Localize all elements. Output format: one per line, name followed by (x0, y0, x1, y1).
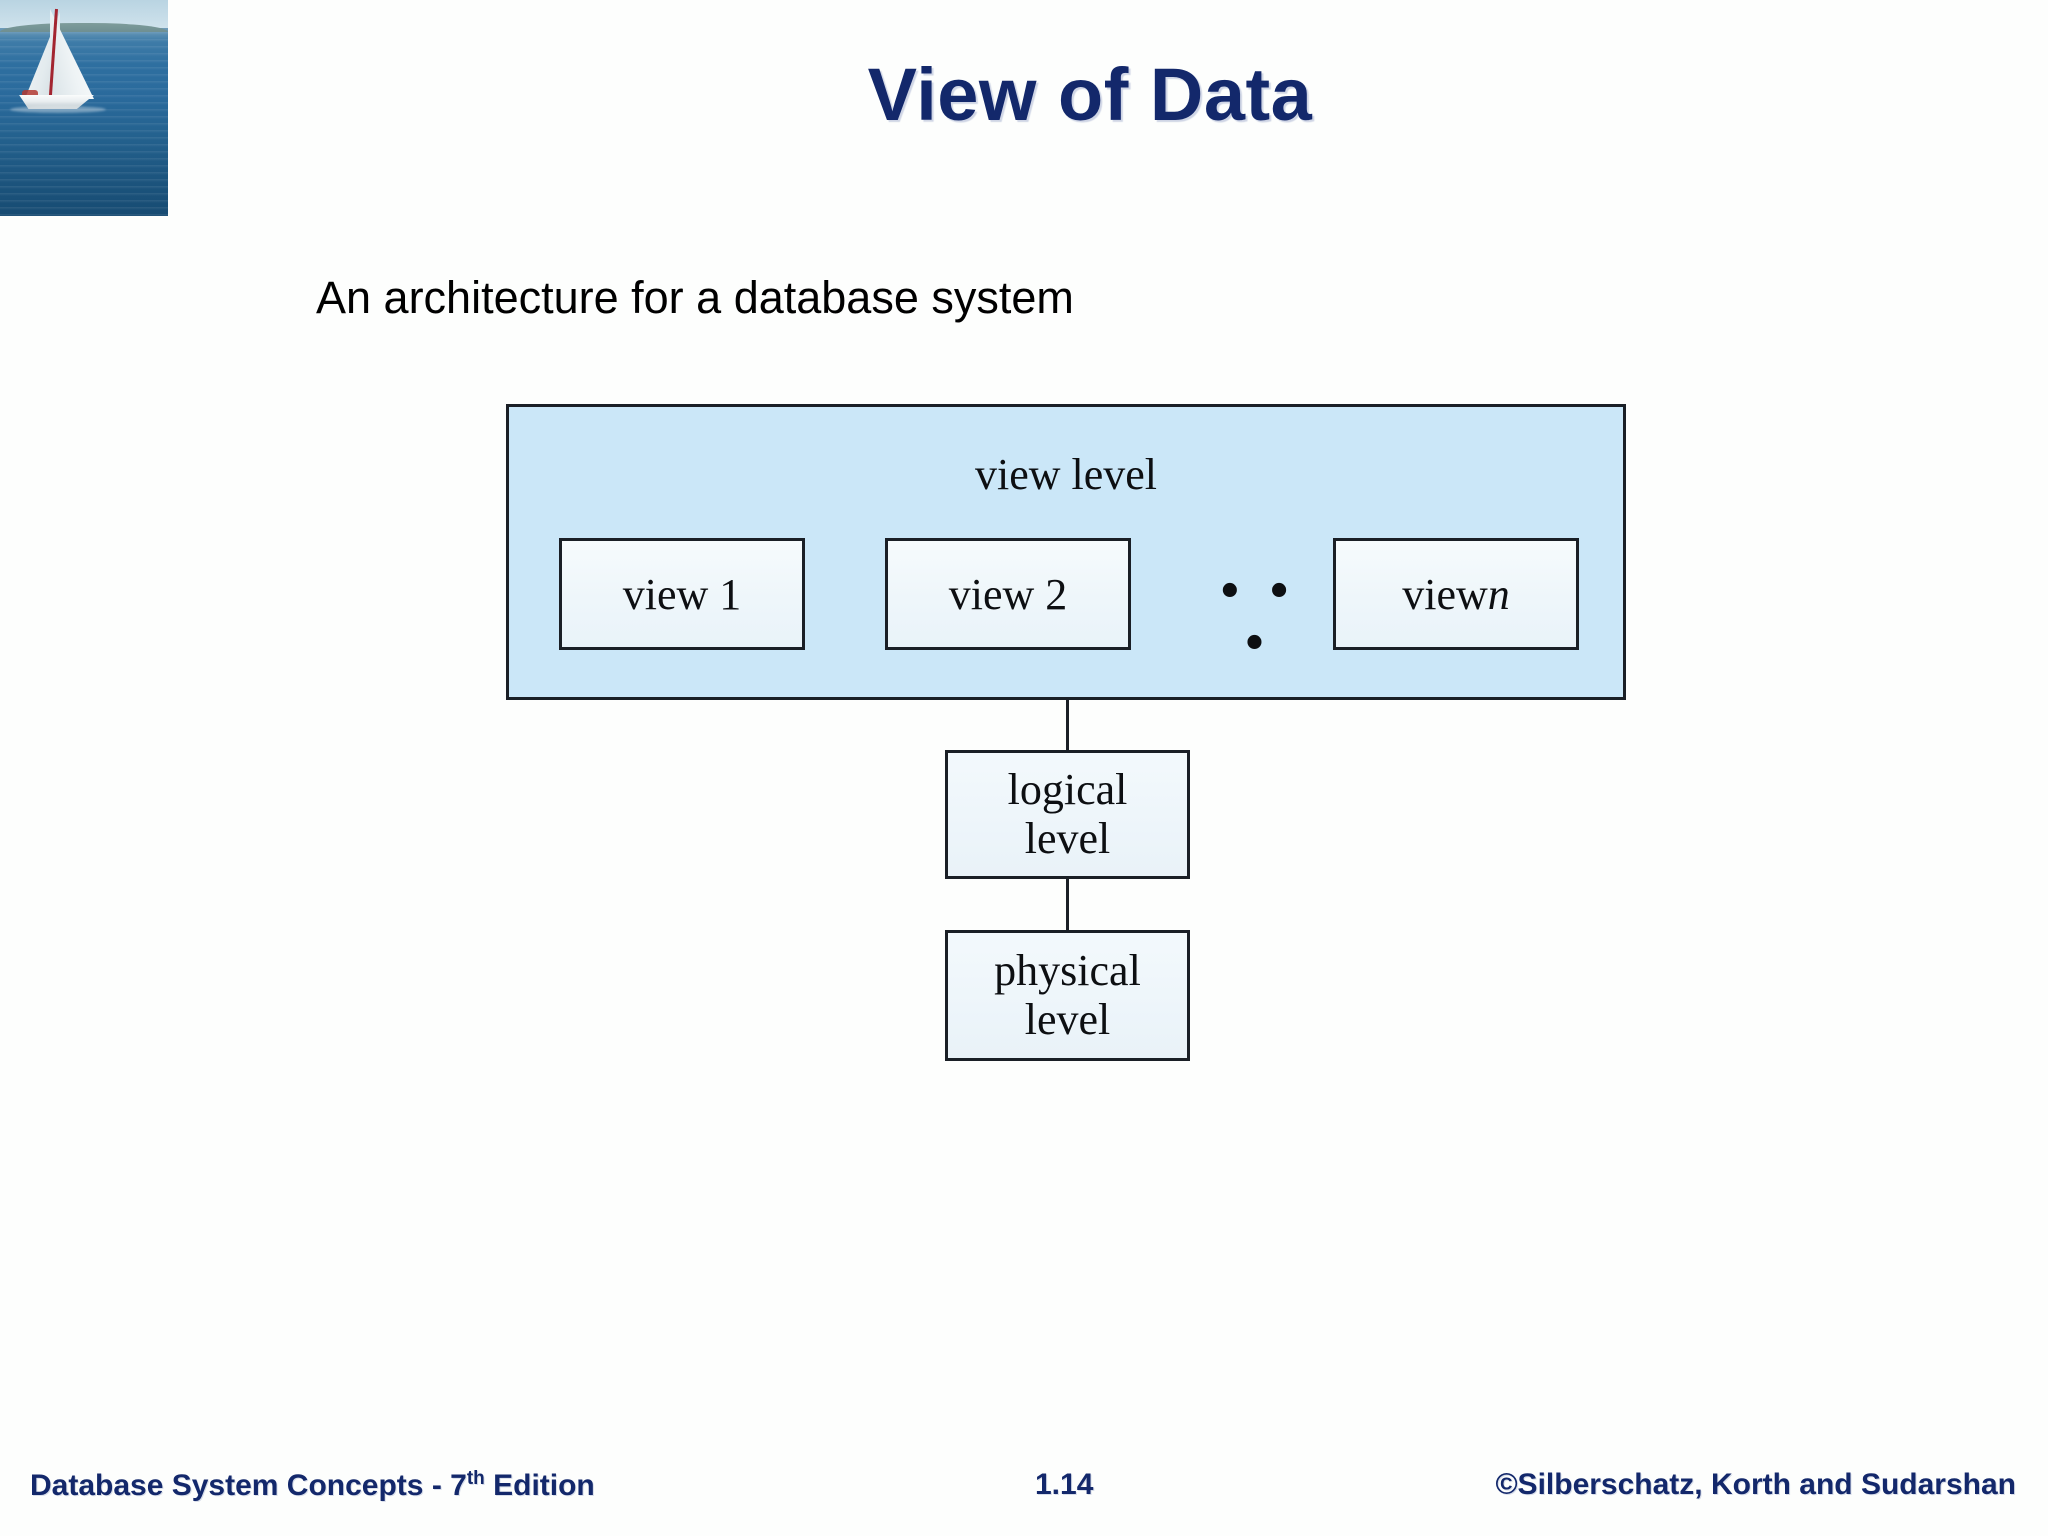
photo-crew (22, 90, 38, 98)
body-text-line: An architecture for a database system (316, 272, 1074, 323)
footer-book-title-main: Database System Concepts - 7 (30, 1469, 467, 1502)
view-level-label: view level (974, 450, 1158, 499)
view-box-1-label: view 1 (622, 569, 742, 619)
physical-level-label-line1: physical (994, 946, 1141, 996)
view-box-2: view 2 (885, 538, 1131, 650)
connector-logical-to-physical (1066, 877, 1069, 932)
logical-level-box: logical level (945, 750, 1190, 879)
view-box-n-label: view (1402, 569, 1488, 619)
footer-book-title-tail: Edition (484, 1469, 595, 1502)
logical-level-label-line2: level (1024, 813, 1111, 863)
footer-edition-ordinal: th (466, 1468, 485, 1489)
photo-water (0, 32, 168, 216)
view-box-n: view n (1333, 538, 1579, 650)
photo-hull (19, 95, 94, 109)
footer-page-number: 1.14 (1035, 1468, 1094, 1501)
photo-hills (0, 22, 168, 33)
connector-view-to-logical (1066, 700, 1069, 752)
view-level-container: view level view 1 view 2 • • • view n (506, 404, 1626, 700)
view-ellipsis: • • • (1220, 562, 1298, 671)
slide-footer: Database System Concepts - 7th Edition 1… (0, 1446, 2048, 1536)
physical-level-label-line2: level (1024, 994, 1111, 1044)
footer-book-title: Database System Concepts - 7th Edition (30, 1468, 595, 1503)
view-box-n-italic-suffix: n (1487, 569, 1510, 619)
sailboat-photo-icon (0, 0, 168, 216)
logical-level-label-line1: logical (1007, 765, 1128, 815)
physical-level-box: physical level (945, 930, 1190, 1061)
view-box-1: view 1 (559, 538, 805, 650)
footer-copyright: ©Silberschatz, Korth and Sudarshan (1495, 1468, 2016, 1501)
photo-wake (10, 106, 106, 113)
view-box-2-label: view 2 (948, 569, 1068, 619)
page-title: View of Data (867, 53, 1313, 136)
